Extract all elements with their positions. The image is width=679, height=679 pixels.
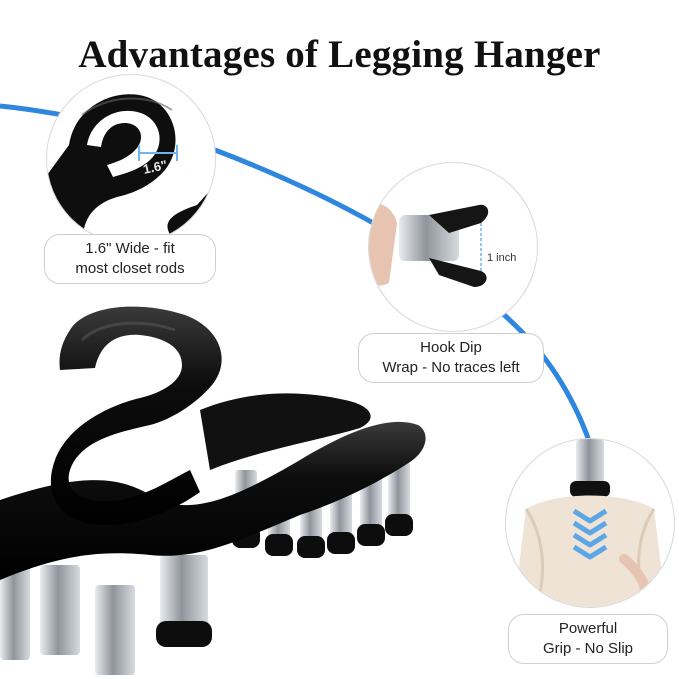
clip-row-front xyxy=(0,555,212,675)
feature-label-line: Hook Dip xyxy=(420,339,482,356)
hanger-back-ridge xyxy=(200,393,371,470)
hanger-bar xyxy=(0,421,426,580)
feature-label-grip: Powerful Grip - No Slip xyxy=(508,614,668,664)
feature-circle-hook-width: 1.6" xyxy=(46,74,216,244)
feature-circle-grip xyxy=(505,438,675,608)
feature-label-line: most closet rods xyxy=(75,260,185,277)
measure-label: 1 inch xyxy=(487,252,516,264)
clip-closeup-image: 1 inch xyxy=(369,202,516,287)
feature-label-line: 1.6" Wide - fit xyxy=(85,240,175,257)
page-title: Advantages of Legging Hanger xyxy=(78,33,601,77)
hook-closeup-image: 1.6" xyxy=(47,94,215,243)
hanger-hook xyxy=(50,306,222,525)
grip-arrow-icon xyxy=(572,508,608,560)
feature-label-line: Grip - No Slip xyxy=(542,640,634,657)
grip-closeup-image xyxy=(514,439,666,607)
feature-circle-clip-dip: 1 inch xyxy=(368,162,538,332)
feature-label-clip-dip: Hook Dip Wrap - No traces left xyxy=(358,333,544,383)
measure-label: 1.6" xyxy=(142,157,169,177)
feature-label-line: Wrap - No traces left xyxy=(382,359,520,376)
feature-label-hook-width: 1.6" Wide - fit most closet rods xyxy=(44,234,216,284)
feature-label-line: Powerful xyxy=(558,620,618,637)
